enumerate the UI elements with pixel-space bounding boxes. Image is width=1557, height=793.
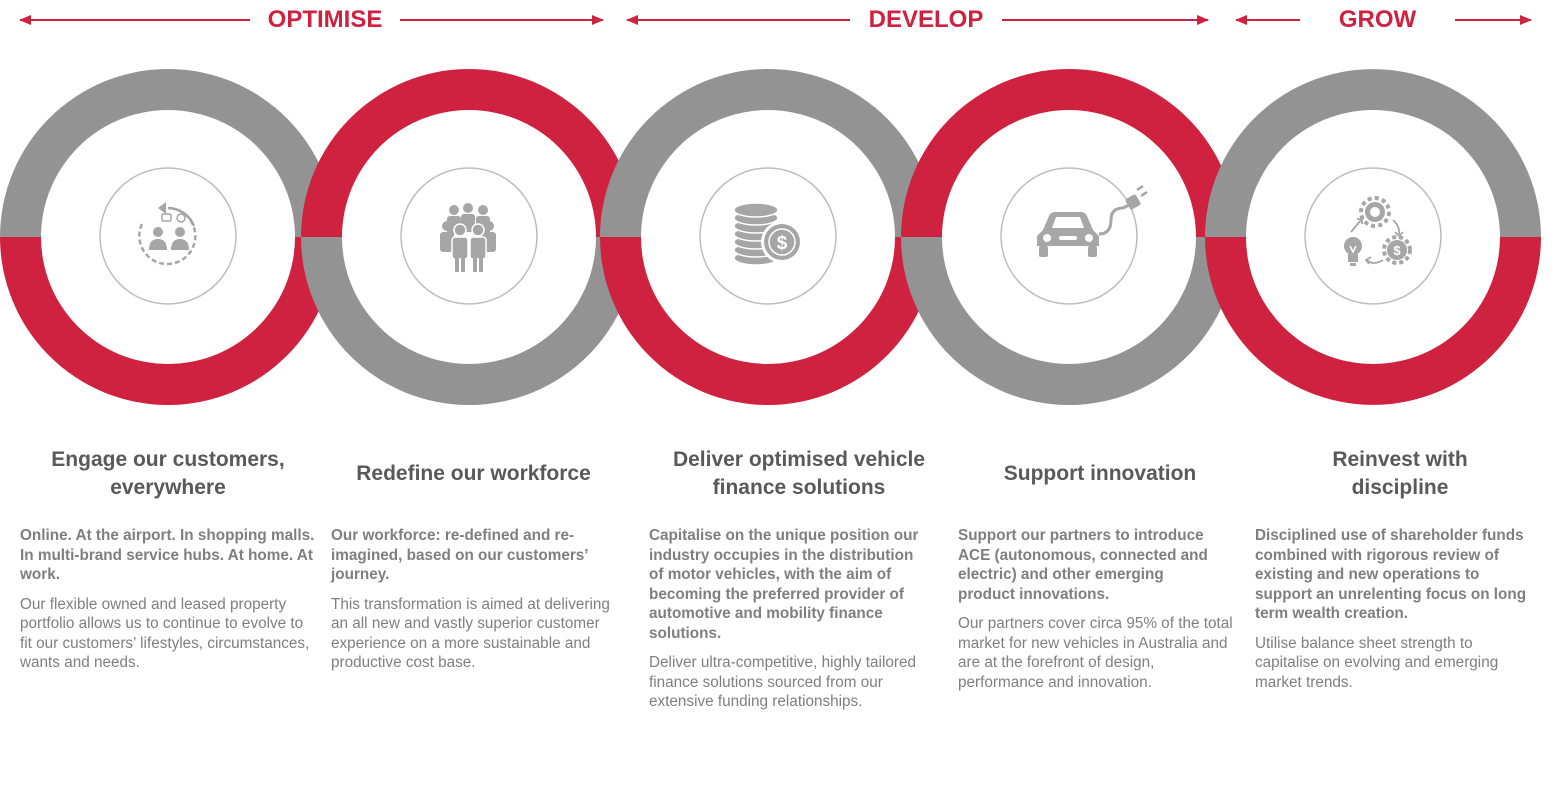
pillar-title: Support innovation [1003,462,1197,485]
pillar-lead: Disciplined use of shareholder funds com… [1255,527,1527,622]
pillar-title: Redefine our workforce [356,462,591,485]
ring-5 [1205,69,1541,405]
pillar-body: Our partners cover circa 95% of the tota… [958,615,1233,691]
inner-circle-2 [400,167,538,305]
pillar-column-2: Redefine our workforce Our workforce: re… [331,444,616,673]
pillar-body: This transformation is aimed at deliveri… [331,595,610,672]
svg-text:$: $ [777,233,788,254]
ring-2 [301,69,637,405]
inner-circle-5 [1304,167,1442,305]
pillar-column-4: Support innovation Support our partners … [958,444,1242,692]
pillar-title: Engage our customers, everywhere [51,448,285,499]
ring-4 [901,69,1237,405]
pillar-body: Deliver ultra-competitive, highly tailor… [649,654,916,710]
reinvest-cycle-icon: $ [1344,196,1412,266]
inner-circle-1 [99,167,237,305]
customer-conversation-icon [138,202,197,266]
phase-label-develop: DEVELOP [868,6,984,33]
pillar-body: Utilise balance sheet strength to capita… [1255,634,1499,691]
pillar-column-3: Deliver optimised vehicle finance soluti… [649,444,949,712]
pillar-title: Reinvest with discipline [1332,448,1468,499]
pillar-lead: Support our partners to introduce ACE (a… [958,527,1208,603]
coin-stack-dollar-icon: $ [733,202,803,266]
phase-label-optimise: OPTIMISE [267,6,383,33]
svg-text:$: $ [1393,243,1401,258]
pillar-column-1: Engage our customers, everywhere Online.… [20,444,316,673]
ring-3 [600,69,936,405]
phase-label-grow: GROW [1338,6,1417,33]
pillar-column-5: Reinvest with discipline Disciplined use… [1255,444,1545,692]
pillar-lead: Online. At the airport. In shopping mall… [20,527,315,583]
ring-1 [0,69,336,405]
pillar-lead: Capitalise on the unique position our in… [649,527,919,642]
workforce-people-icon [440,203,496,272]
pillar-title: Deliver optimised vehicle finance soluti… [672,448,926,499]
pillar-lead: Our workforce: re-defined and re-imagine… [331,527,588,583]
electric-car-icon [1037,184,1148,257]
pillar-body: Our flexible owned and leased property p… [20,595,310,672]
